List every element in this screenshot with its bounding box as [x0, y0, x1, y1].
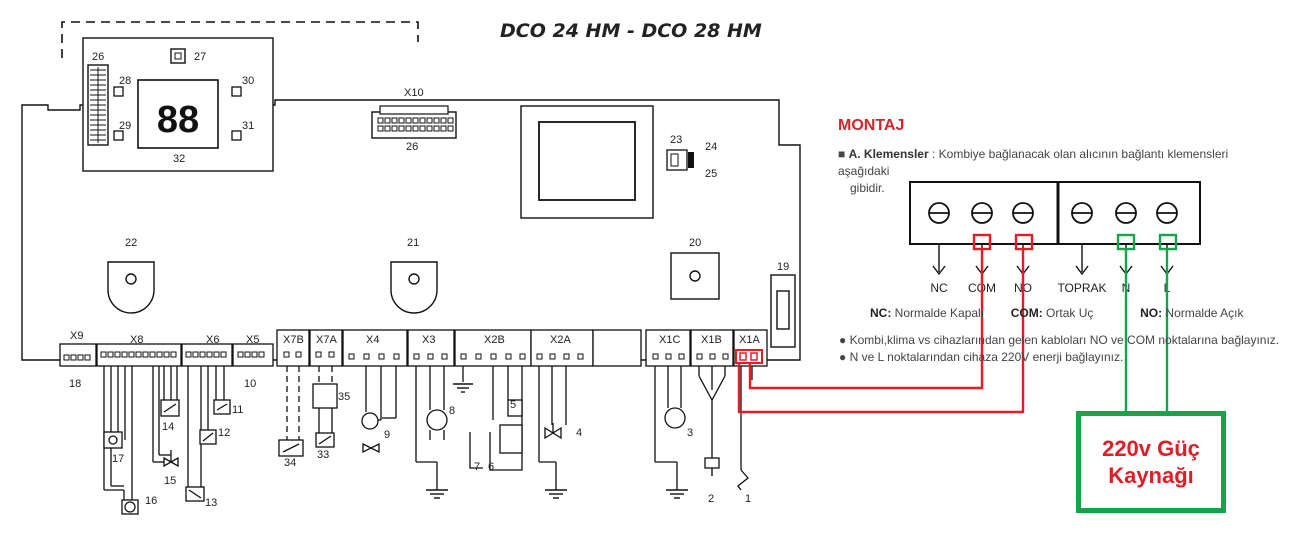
svg-text:25: 25	[705, 168, 717, 180]
svg-text:34: 34	[284, 457, 296, 469]
svg-text:12: 12	[218, 427, 230, 439]
terminal-screws	[928, 202, 1178, 224]
diagram-title: DCO 24 HM - DCO 28 HM	[500, 20, 762, 42]
svg-text:10: 10	[244, 378, 256, 390]
svg-text:15: 15	[164, 475, 176, 487]
svg-text:20: 20	[689, 237, 701, 249]
svg-text:1: 1	[745, 493, 751, 505]
svg-text:2: 2	[708, 493, 714, 505]
montaj-heading: MONTAJ	[838, 117, 905, 134]
connector-pins	[63, 351, 729, 361]
field-components	[103, 383, 720, 515]
klemensler-label: A. Klemensler	[848, 147, 929, 161]
terminal-legend: NC: Normalde Kapalı COM: Ortak Uç NO: No…	[870, 306, 1244, 320]
svg-text:TOPRAK: TOPRAK	[1057, 281, 1106, 295]
svg-text:18: 18	[69, 378, 81, 390]
red-wires	[737, 233, 1034, 414]
power-source-line2: Kaynağı	[1108, 463, 1194, 488]
potentiometer-21	[390, 261, 438, 314]
green-wires	[1116, 233, 1178, 413]
svg-text:X1C: X1C	[659, 334, 680, 346]
svg-text:X1A: X1A	[739, 334, 760, 346]
svg-text:35: 35	[338, 391, 350, 403]
svg-text:X4: X4	[366, 334, 379, 346]
svg-text:X5: X5	[246, 334, 259, 346]
connector-labels: X10 X9 X8 X6 X5 X7B X7A X4 X3 X2B X2A X1…	[70, 87, 760, 346]
svg-text:X7A: X7A	[316, 334, 337, 346]
svg-text:X2B: X2B	[484, 334, 505, 346]
svg-text:14: 14	[162, 421, 174, 433]
instruction-bullets: ● Kombi,klima vs cihazlarından gelen kab…	[839, 332, 1279, 366]
svg-text:X8: X8	[130, 334, 143, 346]
seven-segment-display	[137, 79, 219, 149]
power-source-box: 220v Güç Kaynağı	[1076, 411, 1226, 513]
potentiometer-22	[107, 261, 155, 314]
klemensler-text: ■ A. Klemensler : Kombiye bağlanacak ola…	[838, 146, 1278, 197]
x7b-dashed-wires	[286, 366, 333, 440]
display-connector-pins	[90, 67, 106, 143]
svg-text:X10: X10	[404, 87, 424, 99]
svg-text:27: 27	[194, 51, 206, 63]
svg-text:X3: X3	[422, 334, 435, 346]
svg-text:32: 32	[173, 153, 185, 165]
klemensler-desc: : Kombiye bağlanacak olan alıcının bağla…	[838, 147, 1229, 178]
button-31	[231, 130, 242, 141]
svg-text:4: 4	[576, 427, 582, 439]
svg-text:29: 29	[119, 120, 131, 132]
klemensler-desc2: gibidir.	[850, 181, 885, 195]
svg-text:7: 7	[474, 461, 480, 473]
svg-text:26: 26	[406, 141, 418, 153]
main-board-outline	[21, 99, 801, 361]
x10-pins	[377, 117, 454, 132]
svg-text:6: 6	[488, 461, 494, 473]
terminal-labels: NC COM NO TOPRAK N L	[930, 281, 1170, 295]
svg-text:5: 5	[510, 399, 516, 411]
x10-connector	[371, 111, 457, 139]
ground-symbols	[426, 383, 713, 499]
svg-text:21: 21	[407, 237, 419, 249]
svg-text:X6: X6	[206, 334, 219, 346]
svg-text:22: 22	[125, 237, 137, 249]
connector-strip	[59, 329, 768, 367]
svg-text:19: 19	[777, 261, 789, 273]
component-labels: 26 27 28 29 30 31 32 26 23 24 25 22 21 2…	[69, 51, 789, 509]
display-digits: 88	[157, 99, 199, 141]
svg-text:13: 13	[205, 497, 217, 509]
svg-text:X7B: X7B	[283, 334, 304, 346]
button-28	[113, 86, 124, 97]
button-30	[231, 86, 242, 97]
klemensler-bullet: ■	[838, 147, 849, 161]
instruction-bullet: ● Kombi,klima vs cihazlarından gelen kab…	[839, 333, 1280, 347]
display-module-dashed-outline	[61, 21, 419, 58]
svg-text:9: 9	[384, 429, 390, 441]
button-29	[113, 130, 124, 141]
svg-text:23: 23	[670, 134, 682, 146]
svg-text:24: 24	[705, 141, 717, 153]
svg-text:16: 16	[145, 495, 157, 507]
field-wiring	[103, 366, 753, 500]
svg-text:3: 3	[687, 427, 693, 439]
svg-text:X2A: X2A	[550, 334, 571, 346]
svg-text:NC: NC	[930, 281, 948, 295]
svg-text:X1B: X1B	[701, 334, 722, 346]
svg-text:26: 26	[92, 51, 104, 63]
svg-text:28: 28	[119, 75, 131, 87]
terminal-block	[909, 181, 1201, 245]
svg-text:30: 30	[242, 75, 254, 87]
svg-text:33: 33	[317, 449, 329, 461]
svg-text:X9: X9	[70, 330, 83, 342]
svg-text:17: 17	[112, 453, 124, 465]
power-source-line1: 220v Güç	[1102, 436, 1200, 461]
svg-text:31: 31	[242, 120, 254, 132]
instruction-bullet: ● N ve L noktalarından cihaza 220V enerj…	[839, 350, 1124, 364]
svg-text:8: 8	[449, 405, 455, 417]
svg-text:11: 11	[232, 404, 243, 416]
terminal-arrows	[932, 244, 1174, 276]
